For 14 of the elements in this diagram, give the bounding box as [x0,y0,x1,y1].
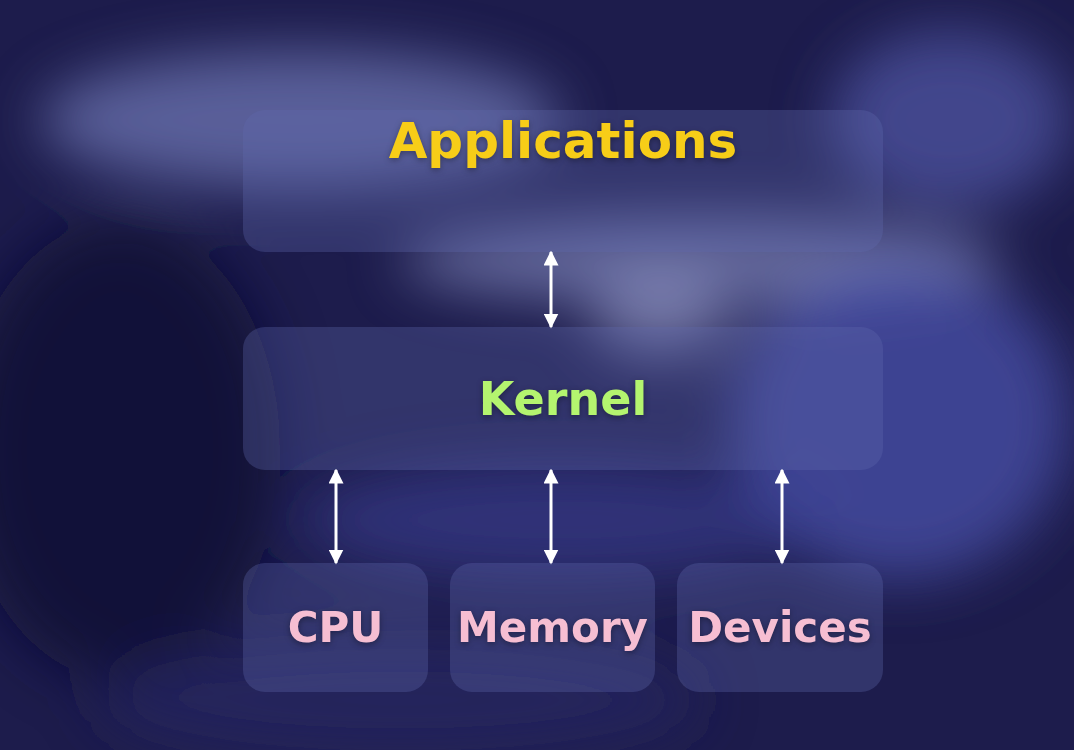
box-label: CPU [287,603,384,652]
box-label: Applications [388,112,738,170]
layer-box [677,563,883,692]
layer-box [450,563,655,692]
double-arrow [543,468,559,565]
layer-box [243,110,883,252]
layer-box [243,327,883,470]
box-label: Memory [457,603,648,652]
layer-box [243,563,428,692]
double-arrow [543,250,559,329]
double-arrow [328,468,344,565]
double-arrow [774,468,790,565]
box-label: Kernel [478,371,648,426]
box-label: Devices [688,603,872,652]
